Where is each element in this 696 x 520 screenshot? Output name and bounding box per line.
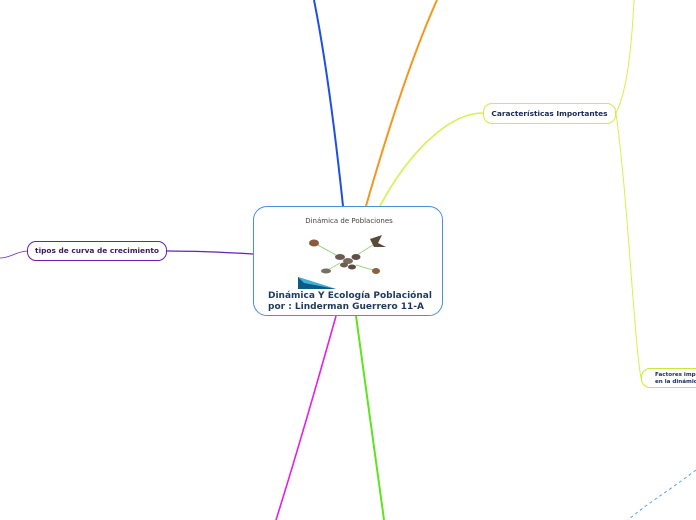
topic-caracteristicas-importantes[interactable]: Características Importantes: [483, 103, 616, 124]
topic-tipos-de-curva[interactable]: tipos de curva de crecimiento: [27, 241, 167, 261]
yellow-subbranch-up-line: [616, 0, 634, 113]
yellow-branch-line: [380, 113, 483, 206]
yellow-subbranch-down-line: [616, 113, 641, 378]
central-title-line-2: por : Linderman Guerrero 11-A: [268, 302, 424, 312]
population-dynamics-image: Dinámica de Poblaciones: [296, 213, 402, 289]
image-title: Dinámica de Poblaciones: [296, 217, 402, 225]
green-branch-line: [356, 316, 384, 520]
dashed-branch-line: [628, 470, 696, 520]
orange-branch-line: [366, 0, 437, 206]
purple-subbranch-line: [0, 251, 27, 258]
blue-branch-line: [314, 0, 343, 206]
central-title-line-1: Dinámica Y Ecología Poblaciónal: [268, 291, 432, 301]
central-topic-node[interactable]: Dinámica de Poblaciones Dinámica Y Ecolo…: [253, 206, 443, 316]
purple-branch-line: [167, 251, 253, 254]
topic-factores[interactable]: Factores imp en la dinámic: [641, 368, 696, 388]
magenta-branch-line: [276, 316, 336, 520]
central-topic-title: Dinámica Y Ecología Poblaciónal por : Li…: [268, 291, 438, 313]
